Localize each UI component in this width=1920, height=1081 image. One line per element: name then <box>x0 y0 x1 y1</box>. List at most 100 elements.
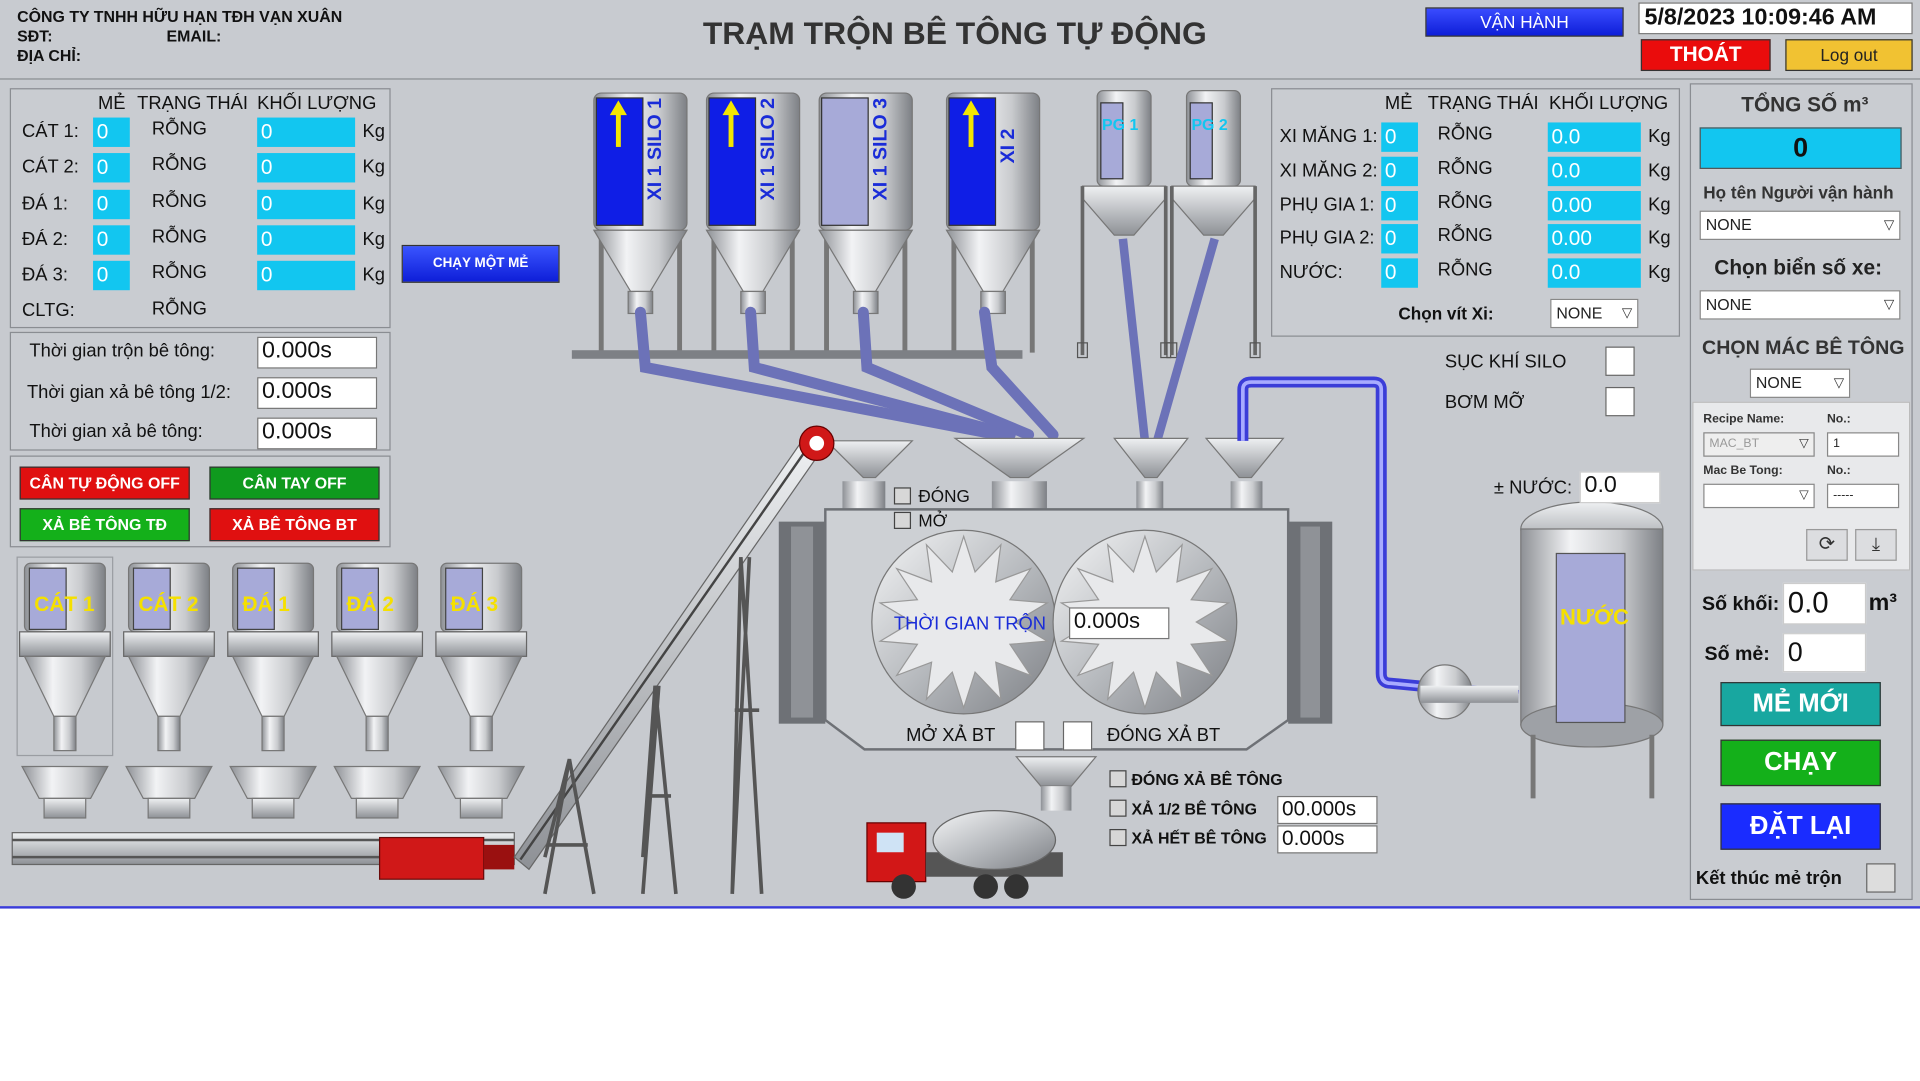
aggregate-bin-label: ĐÁ 3 <box>450 592 499 616</box>
aggregate-bin <box>435 562 528 819</box>
company-name: CÔNG TY TNHH HỮU HẠN TĐH VẠN XUÂN <box>17 7 343 26</box>
belt-conveyor <box>11 425 835 880</box>
additive-tank-label: PG 2 <box>1191 115 1228 134</box>
screw-select[interactable]: NONE▽ <box>1550 298 1639 329</box>
agg-row-name: ĐÁ 3: <box>22 264 68 286</box>
download-icon[interactable]: ⤓ <box>1855 528 1897 561</box>
full-discharge-time-label: Thời gian xả bê tông: <box>29 421 203 443</box>
refresh-icon[interactable]: ⟳ <box>1806 528 1848 561</box>
recipe-name-value: MAC_BT <box>1709 437 1760 451</box>
volume-label: Số khối: <box>1702 593 1780 615</box>
mixer-close-checkbox[interactable] <box>893 487 912 505</box>
recipe-no-input[interactable]: 1 <box>1826 432 1900 457</box>
cement-row-unit: Kg <box>1648 228 1671 250</box>
full-concrete-checkbox[interactable] <box>1109 828 1127 847</box>
mix-time-value: 0.000s <box>257 336 378 369</box>
water-adjust-input[interactable]: 0.0 <box>1579 471 1661 504</box>
cement-row-weight: 0.00 <box>1547 224 1641 254</box>
agg-row-batch: 0 <box>93 117 130 147</box>
cement-row-unit: Kg <box>1648 194 1671 216</box>
full-concrete-label: XẢ HẾT BÊ TÔNG <box>1131 828 1267 848</box>
full-concrete-value: 0.000s <box>1277 825 1378 854</box>
mac-label: Mac Be Tong: <box>1703 464 1783 478</box>
manual-scale-button[interactable]: CÂN TAY OFF <box>209 466 380 500</box>
run-one-batch-button[interactable]: CHẠY MỘT MẺ <box>401 244 560 283</box>
chevron-down-icon: ▽ <box>1883 217 1895 233</box>
mixer-open-checkbox[interactable] <box>893 511 912 529</box>
chevron-down-icon: ▽ <box>1621 306 1633 321</box>
agg-row-name: ĐÁ 2: <box>22 228 68 250</box>
cement-row-batch: 0 <box>1381 258 1418 288</box>
batch-count-input[interactable]: 0 <box>1782 633 1867 673</box>
full-discharge-time-value: 0.000s <box>257 417 378 450</box>
silo-air-label: SỤC KHÍ SILO <box>1444 351 1567 373</box>
agg-row-batch: 0 <box>93 189 130 219</box>
mac-no-input[interactable]: ----- <box>1826 483 1900 509</box>
cement-row-name: PHỤ GIA 2: <box>1279 228 1375 250</box>
page-title: TRẠM TRỘN BÊ TÔNG TỰ ĐỘNG <box>702 14 1207 52</box>
cement-row-weight: 0.0 <box>1547 258 1641 288</box>
half-concrete-checkbox[interactable] <box>1109 799 1127 817</box>
cement-row-status: RỖNG <box>1437 191 1493 213</box>
grade-select[interactable]: NONE▽ <box>1749 368 1851 398</box>
half-discharge-time-label: Thời gian xả bê tông 1/2: <box>26 382 231 403</box>
agg-row-weight: 0 <box>257 261 356 291</box>
run-button[interactable]: CHẠY <box>1720 739 1881 787</box>
agg-row-batch: 0 <box>93 225 130 255</box>
open-discharge-checkbox[interactable] <box>1015 721 1045 751</box>
mixer-close-label: ĐÓNG <box>918 486 970 506</box>
silo-label: XI 1 SILO 1 <box>645 97 667 201</box>
conveyor-supports <box>543 557 764 895</box>
manual-discharge-button[interactable]: XẢ BÊ TÔNG BT <box>209 508 380 542</box>
mac-select[interactable]: ▽ <box>1703 483 1815 509</box>
agg-row-unit: Kg <box>362 121 385 143</box>
recipe-no-label: No.: <box>1826 412 1851 427</box>
close-discharge-checkbox[interactable] <box>1062 721 1093 751</box>
water-tank-label: NƯỚC <box>1560 604 1629 630</box>
cement-row-name: XI MĂNG 1: <box>1279 126 1378 147</box>
company-address-label: ĐỊA CHỈ: <box>17 46 82 65</box>
plate-select[interactable]: NONE▽ <box>1699 290 1901 320</box>
grade-label: CHỌN MÁC BÊ TÔNG <box>1702 337 1905 359</box>
plate-label: Chọn biển số xe: <box>1714 255 1883 280</box>
cement-row-status: RỖNG <box>1437 157 1493 179</box>
up-arrow-icon <box>722 100 740 116</box>
cement-row-unit: Kg <box>1648 262 1671 284</box>
reset-button[interactable]: ĐẶT LẠI <box>1720 803 1881 850</box>
grease-pump-checkbox[interactable] <box>1605 386 1635 417</box>
silo-air-checkbox[interactable] <box>1605 346 1635 376</box>
operator-select[interactable]: NONE▽ <box>1699 210 1901 241</box>
silo-label: XI 1 SILO 2 <box>757 97 779 201</box>
close-concrete-checkbox[interactable] <box>1109 770 1127 788</box>
end-batch-checkbox[interactable] <box>1866 863 1896 893</box>
logout-button[interactable]: Log out <box>1785 39 1913 72</box>
auto-discharge-button[interactable]: XẢ BÊ TÔNG TĐ <box>19 508 190 542</box>
plate-select-value: NONE <box>1705 295 1752 314</box>
agg-row-weight: 0 <box>257 189 356 219</box>
chevron-down-icon: ▽ <box>1799 488 1809 503</box>
silo-label: XI 2 <box>997 128 1019 164</box>
new-batch-button[interactable]: MẺ MỚI <box>1720 682 1881 727</box>
cement-row-weight: 0.0 <box>1547 122 1641 152</box>
additive-tank-label: PG 1 <box>1102 115 1139 134</box>
half-concrete-value: 00.000s <box>1277 795 1378 825</box>
additive-tank <box>1076 90 1172 359</box>
agg-row-unit: Kg <box>362 228 385 250</box>
log-area <box>0 906 1920 1081</box>
cement-row-weight: 0.0 <box>1547 156 1641 186</box>
grease-pump-label: BƠM MỠ <box>1444 391 1525 413</box>
auto-scale-button[interactable]: CÂN TỰ ĐỘNG OFF <box>19 466 190 500</box>
recipe-name-select[interactable]: MAC_BT▽ <box>1703 432 1815 457</box>
company-phone-label: SĐT: <box>17 26 53 46</box>
chevron-down-icon: ▽ <box>1833 375 1845 391</box>
cement-silo <box>705 92 801 353</box>
mix-time-diagram-value: 0.000s <box>1068 607 1170 640</box>
volume-input[interactable]: 0.0 <box>1782 582 1867 625</box>
exit-button[interactable]: THOÁT <box>1640 39 1771 72</box>
silo-label: XI 1 SILO 3 <box>870 97 892 201</box>
agg-row-weight: 0 <box>257 153 356 183</box>
agg-row-status: RỖNG <box>151 190 207 212</box>
aggregate-bin-label: ĐÁ 2 <box>346 592 394 616</box>
cement-silo <box>818 92 914 353</box>
